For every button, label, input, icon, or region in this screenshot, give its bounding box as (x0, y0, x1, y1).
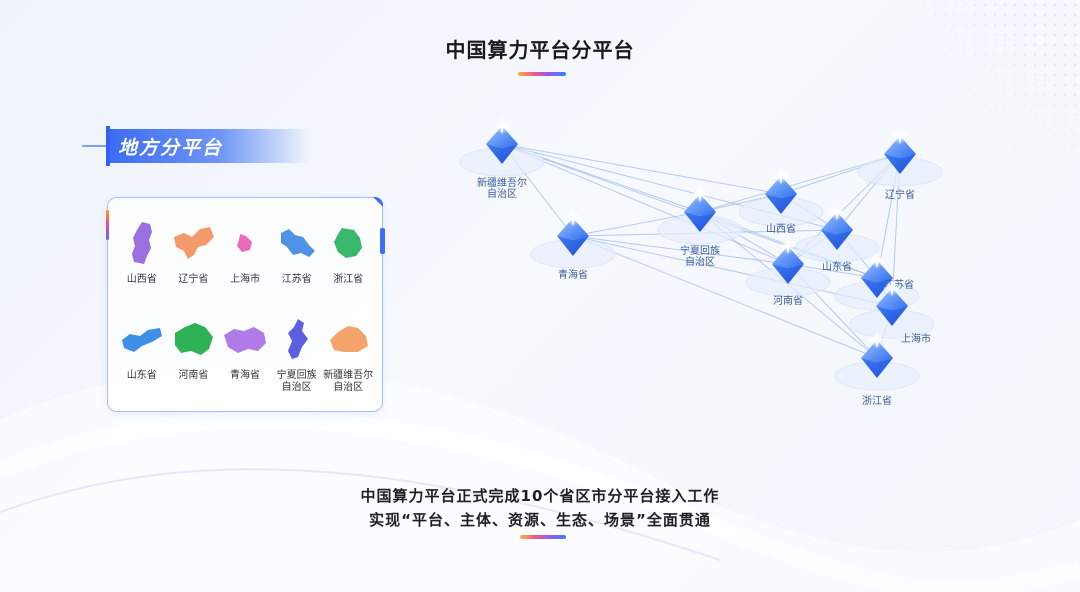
xinjiang-map-icon (330, 326, 369, 352)
province-name: 青海省 (229, 370, 260, 381)
diamond-icon (884, 136, 916, 158)
network-node-label: 新疆维吾尔自治区 (477, 176, 527, 200)
network-node-qinghai: 青海省 (530, 209, 616, 281)
page-title: 中国算力平台分平台 (445, 38, 635, 62)
summary-line-2: 实现“平台、主体、资源、生态、场景”全面贯通 (369, 511, 711, 529)
panel-corner (373, 197, 383, 207)
shandong-map-icon (121, 328, 162, 352)
network-edge (501, 143, 782, 195)
summary-accent-bar (520, 535, 566, 539)
qinghai-map-icon (223, 327, 266, 353)
diamond-icon (861, 260, 893, 282)
header-bar (106, 126, 110, 166)
province-panel: 山西省 辽宁省 上海市 江苏省 浙江省 山东省 河南省 青海省 (106, 197, 385, 412)
network-node-liaoning: 辽宁省 (857, 127, 943, 201)
network-node-shanghai: 上海市 (849, 279, 935, 345)
liaoning-map-icon (174, 227, 215, 259)
diamond-icon (486, 126, 518, 148)
network-edge (501, 143, 789, 265)
network-node-shanxi: 山西省 (738, 167, 824, 235)
network-node-henan: 河南省 (745, 237, 831, 307)
network-node-label: 宁夏回族自治区 (680, 244, 720, 268)
province-name: 江苏省 (281, 274, 312, 285)
province-name: 宁夏回族 自治区 (276, 370, 317, 393)
diamond-icon (861, 340, 893, 362)
province-name: 山东省 (126, 370, 157, 381)
shanghai-map-icon (236, 234, 252, 252)
province-item-henan: 河南省 (168, 316, 220, 398)
province-name: 浙江省 (333, 274, 364, 285)
network-edge (787, 263, 878, 279)
province-item-shanghai: 上海市 (219, 220, 271, 302)
section-label: 地方分平台 (118, 137, 224, 159)
province-name: 河南省 (178, 370, 209, 381)
province-name: 上海市 (229, 274, 260, 285)
title-accent-bar (518, 72, 566, 76)
diamond-icon (876, 288, 908, 310)
panel-edge-accent (106, 210, 109, 240)
zhejiang-map-icon (334, 228, 363, 258)
province-item-shandong: 山东省 (116, 316, 168, 398)
province-item-jiangsu: 江苏省 (271, 220, 323, 302)
network-node-zhejiang: 浙江省 (834, 331, 920, 407)
network-node-label: 山东省 (822, 260, 852, 273)
network-node-ningxia: 宁夏回族自治区 (657, 185, 743, 268)
province-item-shanxi: 山西省 (116, 220, 168, 302)
ningxia-map-icon (287, 319, 308, 359)
network-edge (572, 235, 789, 265)
province-name: 山西省 (126, 274, 157, 285)
henan-map-icon (175, 323, 214, 355)
province-grid: 山西省 辽宁省 上海市 江苏省 浙江省 山东省 河南省 青海省 (116, 220, 374, 398)
province-name: 新疆维吾尔 自治区 (323, 370, 374, 393)
network-edge (572, 235, 878, 359)
network-node-xinjiang: 新疆维吾尔自治区 (459, 117, 545, 200)
diamond-icon (772, 246, 804, 268)
jiangsu-map-icon (280, 229, 315, 257)
province-name: 辽宁省 (178, 274, 209, 285)
province-item-xinjiang: 新疆维吾尔 自治区 (322, 316, 374, 398)
network-diagram: 新疆维吾尔自治区青海省宁夏回族自治区山西省河南省山东省辽宁省江苏省上海市浙江省 (459, 117, 943, 407)
header-background (110, 129, 310, 163)
province-item-liaoning: 辽宁省 (168, 220, 220, 302)
header-line (82, 145, 108, 147)
dot-pattern (920, 0, 1080, 150)
network-node-label: 山西省 (766, 222, 796, 235)
province-item-qinghai: 青海省 (219, 316, 271, 398)
province-item-zhejiang: 浙江省 (322, 220, 374, 302)
network-node-label: 上海市 (901, 332, 931, 345)
network-node-label: 辽宁省 (885, 188, 915, 201)
network-node-shandong: 山东省 (794, 203, 880, 273)
diamond-icon (557, 218, 589, 240)
diamond-icon (684, 194, 716, 216)
panel-edge-tab (380, 228, 385, 254)
summary-line-1: 中国算力平台正式完成10个省区市分平台接入工作 (360, 487, 720, 505)
shanxi-map-icon (131, 222, 152, 264)
network-edge (572, 211, 701, 237)
network-node-label: 浙江省 (862, 394, 892, 407)
network-node-label: 青海省 (558, 268, 588, 281)
section-header: 地方分平台 (82, 126, 322, 166)
network-node-label: 河南省 (773, 294, 803, 307)
diamond-icon (765, 176, 797, 198)
diamond-icon (821, 212, 853, 234)
province-item-ningxia: 宁夏回族 自治区 (271, 316, 323, 398)
